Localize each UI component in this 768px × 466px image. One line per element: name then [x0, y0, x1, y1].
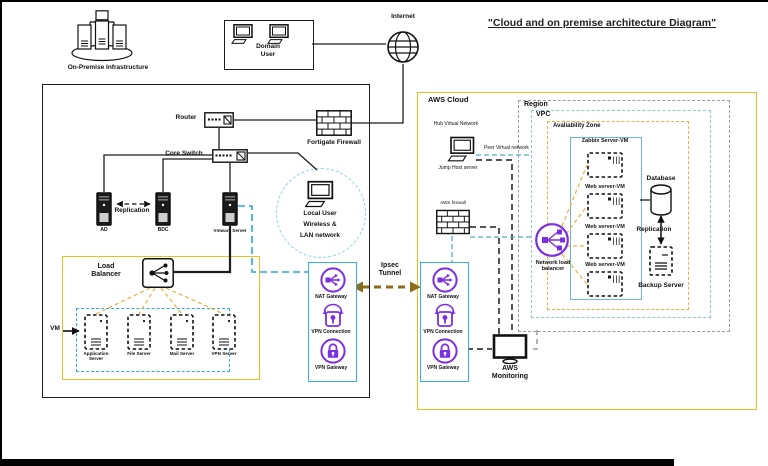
ipsec-tunnel-label: Ipsec Tunnel	[378, 262, 402, 278]
backup-server-label: Backup Server	[638, 282, 684, 289]
aws-vm-icon	[587, 152, 623, 178]
availability-zone-box	[547, 121, 689, 310]
network-load-balancer-label: Network load balancer	[535, 260, 571, 273]
vm-server-icon	[84, 314, 108, 350]
server-ad-label: AD	[100, 227, 108, 233]
aws-cloud-label: AWS Cloud	[428, 95, 469, 104]
vm-server-icon	[127, 314, 151, 350]
web-vm-label: Web server-VM	[585, 184, 625, 190]
aws-firewall-label: AWS firewall	[440, 200, 466, 205]
local-user-pc-icon	[304, 180, 334, 208]
network-load-balancer-icon	[535, 223, 569, 257]
vpc-box	[531, 110, 711, 318]
vm-pointer-label: VM	[50, 325, 60, 332]
server-bdc-label: BDC	[157, 227, 169, 233]
domain-user-pc-icon	[267, 24, 289, 44]
aws-vm-icon	[587, 233, 623, 259]
router-icon	[204, 112, 234, 128]
vpn-gateway-label: VPN Gateway	[426, 365, 460, 371]
onprem-infra-cluster-icon	[71, 10, 133, 62]
page-border-bottom	[0, 459, 674, 466]
vm-server-icon	[170, 314, 194, 350]
vm-server-icon	[212, 314, 236, 350]
vpn-connection-icon	[322, 303, 344, 327]
database-icon	[650, 184, 672, 216]
hub-virtual-network-label: Hub Virtual Network	[433, 121, 479, 127]
load-balancer-label: Load Balancer	[91, 263, 121, 279]
nat-gateway-label: NAT Gateway	[427, 294, 459, 300]
domain-user-label: Domain User	[256, 43, 280, 58]
aws-monitoring-icon	[492, 334, 528, 364]
zabbix-vm-label: Zabbix Server-VM	[581, 138, 629, 144]
vpn-gateway-label: VPN Gateway	[314, 365, 348, 371]
vm-vpn-server-label: VPN Server	[211, 351, 237, 356]
server-tower-icon	[155, 192, 171, 226]
vm-mail-server-label: Mail Server	[169, 351, 195, 356]
load-balancer-box	[62, 256, 260, 380]
core-switch-icon	[212, 149, 248, 163]
aws-firewall-icon	[436, 209, 470, 235]
vpc-label: VPC	[536, 111, 551, 118]
router-label: Router	[175, 114, 197, 121]
nat-gateway-icon	[320, 267, 346, 293]
vpn-gateway-icon	[432, 338, 458, 364]
region-label: Region	[524, 101, 548, 108]
jump-host-pc-icon	[447, 136, 475, 162]
aws-vm-icon	[587, 193, 623, 219]
availability-zone-label: Avaliability Zone	[553, 123, 601, 129]
internet-globe-icon	[387, 31, 419, 63]
replication-label-aws: Replication	[636, 226, 672, 233]
internet-label: Internet	[391, 13, 415, 20]
web-vm-label: Web server-VM	[585, 262, 625, 268]
server-vmware-label: Vmware Server	[213, 228, 247, 233]
domain-user-box	[224, 20, 314, 70]
fortigate-firewall-icon	[316, 110, 352, 136]
nat-gateway-icon	[432, 267, 458, 293]
page-title: "Cloud and on premise architecture Diagr…	[487, 17, 717, 29]
core-switch-label: Core Switch	[165, 150, 203, 157]
onprem-box	[42, 84, 370, 398]
onprem-infra-label: On-Premise Infrastructure	[67, 64, 149, 71]
vm-file-server-label: File Server	[127, 351, 151, 356]
vpn-connection-icon	[434, 303, 456, 327]
region-box	[518, 100, 730, 332]
vpn-gateway-icon	[320, 338, 346, 364]
vpn-connection-label: VPN Connection	[311, 329, 351, 335]
jump-host-label: Jump Host server	[438, 165, 478, 171]
vm-app-server-label: Application Server	[83, 351, 109, 362]
local-user-label-1: Local User	[303, 210, 337, 217]
vpn-connection-label: VPN Connection	[423, 329, 463, 335]
server-tower-icon	[222, 192, 238, 226]
database-label: Database	[646, 175, 676, 182]
web-vm-label: Web server-VM	[585, 224, 625, 230]
replication-label-onprem: Replication	[114, 207, 150, 214]
page-border-left	[0, 0, 2, 466]
load-balancer-icon	[142, 258, 174, 288]
local-user-label-2: Wireless &	[303, 221, 337, 228]
aws-vm-icon	[587, 271, 623, 297]
nat-gateway-label: NAT Gateway	[315, 294, 347, 300]
peer-virtual-network-label: Peer Virtual network	[484, 145, 529, 151]
backup-server-icon	[649, 246, 673, 276]
aws-monitoring-label: AWS Monitoring	[491, 365, 529, 381]
fortigate-firewall-label: Fortigate Firewall	[307, 139, 361, 146]
domain-user-pc-icon	[231, 24, 253, 44]
page-border-top	[0, 0, 768, 2]
aws-cloud-box	[417, 92, 757, 410]
local-user-label-3: LAN network	[299, 232, 341, 239]
server-tower-icon	[96, 192, 112, 226]
